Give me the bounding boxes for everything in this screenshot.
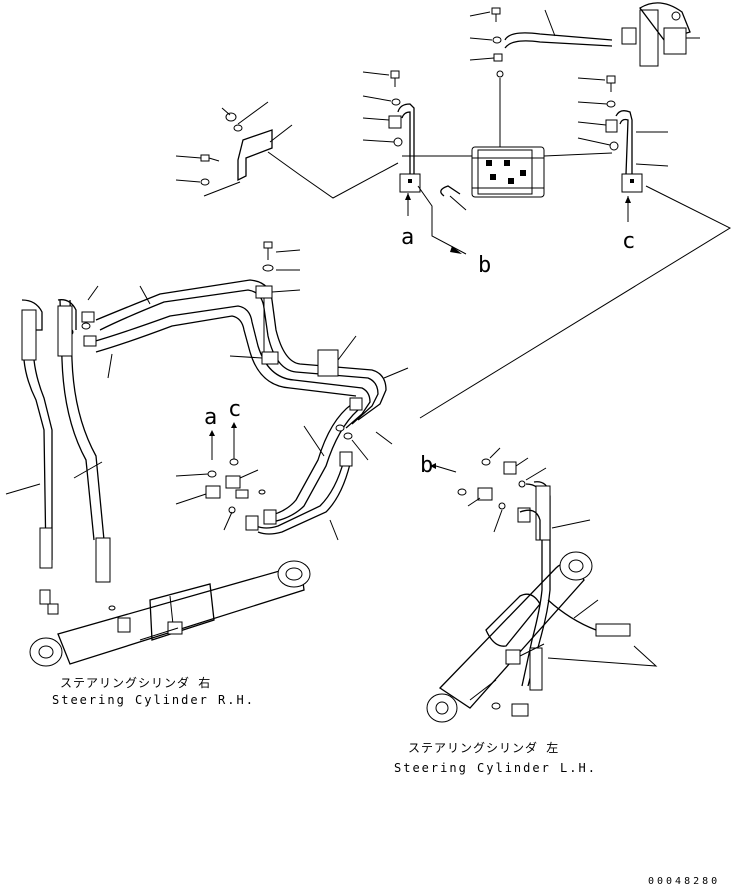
document-number: 00048280 xyxy=(648,876,720,887)
caption-rh-en: Steering Cylinder R.H. xyxy=(52,693,255,707)
top-bolts-washers xyxy=(175,7,619,199)
caption-lh-en: Steering Cylinder L.H. xyxy=(394,761,597,775)
top-hose-to-valve xyxy=(504,2,700,67)
middle-hoses xyxy=(245,397,393,541)
caption-rh-jp: ステアリングシリンダ 右 xyxy=(60,675,211,690)
pipe-a: a b xyxy=(397,103,491,278)
view-label-a-top: a xyxy=(401,225,414,250)
tube-bundle xyxy=(66,241,409,429)
caption-lh-jp: ステアリングシリンダ 左 xyxy=(408,740,559,755)
steering-valve xyxy=(402,78,613,198)
middle-fittings: a c xyxy=(175,397,266,531)
steering-cylinder-lh xyxy=(426,551,593,723)
view-label-b-lower: b xyxy=(420,453,433,478)
steering-cylinder-rh xyxy=(29,560,311,667)
view-label-b-top: b xyxy=(478,253,491,278)
view-label-c-mid: c xyxy=(228,397,241,422)
view-label-c-top: c xyxy=(622,229,635,254)
lh-fittings: b xyxy=(420,447,547,533)
lh-hoses xyxy=(517,481,658,691)
rh-hoses xyxy=(5,299,111,615)
view-label-a-mid: a xyxy=(204,405,217,430)
pipe-c: c xyxy=(419,110,732,419)
